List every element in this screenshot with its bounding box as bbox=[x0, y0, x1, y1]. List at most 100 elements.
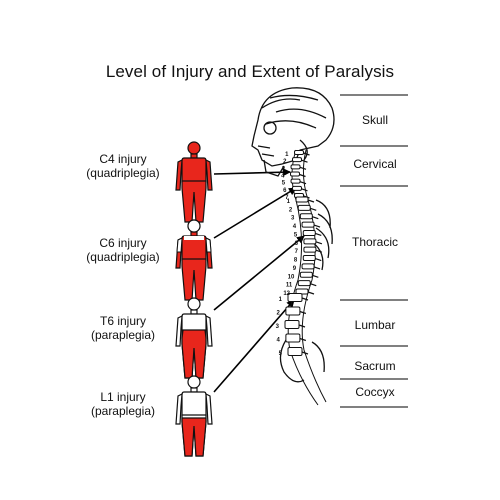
arrow-c6 bbox=[213, 187, 297, 239]
vertebra-number-lumbar: 5 bbox=[279, 351, 283, 357]
spinous-process bbox=[301, 351, 309, 355]
injury-level: T6 injury bbox=[99, 314, 146, 328]
injury-level: L1 injury bbox=[100, 390, 146, 404]
injury-type: (quadriplegia) bbox=[86, 250, 160, 264]
vertebra-number-cervical: 7 bbox=[285, 195, 289, 201]
injury-arrows bbox=[213, 168, 305, 393]
diagram-title: Level of Injury and Extent of Paralysis bbox=[105, 62, 395, 81]
vertebra-cervical-6 bbox=[292, 185, 302, 191]
region-label-skull: Skull bbox=[361, 113, 388, 127]
vertebra-number-thoracic: 10 bbox=[288, 274, 295, 280]
vertebra-cervical-5 bbox=[290, 178, 301, 184]
spinous-process bbox=[310, 283, 317, 287]
human-body-figure-icon bbox=[175, 375, 213, 457]
arrow-l1 bbox=[213, 299, 295, 393]
spinous-process bbox=[312, 274, 319, 278]
vertebra-number-cervical: 6 bbox=[283, 188, 287, 194]
vertebra-number-thoracic: 4 bbox=[293, 224, 297, 230]
spine-skeleton-icon bbox=[251, 87, 335, 406]
vertebra-number-thoracic: 7 bbox=[295, 249, 299, 255]
spinous-process bbox=[299, 310, 307, 315]
vertebra-cervical-1 bbox=[294, 150, 304, 155]
spinous-process bbox=[310, 207, 317, 211]
region-label-cervical: Cervical bbox=[353, 157, 397, 171]
vertebra-number-cervical: 1 bbox=[285, 152, 289, 158]
vertebra-number-thoracic: 8 bbox=[294, 258, 298, 264]
figure-l1 bbox=[175, 375, 213, 457]
region-label-thoracic: Thoracic bbox=[351, 235, 398, 249]
injury-label-t6: T6 injury (paraplegia) bbox=[70, 314, 176, 342]
injury-label-l1: L1 injury (paraplegia) bbox=[70, 390, 176, 418]
vertebra-thoracic-10 bbox=[299, 271, 313, 278]
arrow-c4 bbox=[213, 168, 291, 177]
spinous-process bbox=[299, 181, 307, 185]
injury-type: (paraplegia) bbox=[90, 404, 156, 418]
spinous-process bbox=[313, 224, 321, 228]
spinous-process bbox=[301, 188, 308, 192]
spinous-process bbox=[307, 291, 315, 295]
vertebra-number-thoracic: 2 bbox=[289, 207, 293, 213]
vertebra-number-lumbar: 2 bbox=[277, 311, 281, 317]
vertebra-number-thoracic: 5 bbox=[294, 232, 298, 238]
vertebra-number-thoracic: 9 bbox=[293, 266, 297, 272]
spinous-process bbox=[315, 257, 322, 262]
vertebra-thoracic-6 bbox=[303, 238, 317, 245]
spinous-process bbox=[313, 266, 321, 270]
spinous-process bbox=[303, 152, 310, 156]
spinous-process bbox=[301, 159, 308, 163]
vertebra-number-cervical: 4 bbox=[281, 174, 285, 180]
vertebra-number-thoracic: 11 bbox=[286, 283, 293, 289]
injury-label-c6: C6 injury (quadriplegia) bbox=[70, 236, 176, 264]
region-label-lumbar: Lumbar bbox=[354, 318, 396, 332]
vertebra-thoracic-4 bbox=[301, 221, 315, 228]
injury-type: (paraplegia) bbox=[90, 328, 156, 342]
injury-type: (quadriplegia) bbox=[86, 166, 160, 180]
vertebra-number-cervical: 3 bbox=[282, 166, 286, 172]
spinous-process bbox=[315, 249, 323, 253]
vertebra-thoracic-7 bbox=[303, 246, 317, 253]
spinous-process bbox=[307, 199, 315, 203]
vertebra-number-lumbar: 4 bbox=[277, 338, 281, 344]
vertebra-cervical-3 bbox=[290, 164, 301, 170]
vertebra-cervical-4 bbox=[290, 171, 300, 177]
spinous-process bbox=[301, 297, 309, 301]
vertebra-lumbar-2 bbox=[285, 306, 301, 316]
vertebra-number-cervical: 2 bbox=[283, 159, 287, 165]
region-dividers bbox=[340, 94, 408, 408]
vertebra-number-thoracic: 3 bbox=[291, 216, 295, 222]
vertebra-number-thoracic: 6 bbox=[295, 241, 299, 247]
spinous-process bbox=[312, 216, 319, 220]
vertebra-thoracic-8 bbox=[302, 255, 316, 262]
injury-level: C6 injury bbox=[99, 236, 147, 250]
vertebra-thoracic-11 bbox=[297, 280, 311, 287]
spinous-process bbox=[299, 173, 306, 178]
vertebra-number-lumbar: 3 bbox=[276, 324, 280, 330]
vertebra-thoracic-5 bbox=[302, 229, 316, 236]
vertebra-lumbar-3 bbox=[284, 320, 300, 329]
figure-c6 bbox=[175, 219, 213, 301]
vertebra-number-thoracic: 12 bbox=[283, 291, 290, 297]
vertebra-thoracic-1 bbox=[295, 196, 309, 203]
vertebra-lumbar-1 bbox=[287, 293, 303, 302]
injury-label-c4: C4 injury (quadriplegia) bbox=[70, 152, 176, 180]
human-body-figure-icon bbox=[175, 141, 213, 223]
spinous-process bbox=[299, 337, 307, 342]
vertebra-thoracic-2 bbox=[297, 204, 311, 211]
figure-t6 bbox=[175, 297, 213, 379]
region-label-sacrum: Sacrum bbox=[354, 359, 396, 373]
spinous-process bbox=[315, 232, 322, 237]
vertebra-thoracic-9 bbox=[301, 263, 315, 270]
vertebra-lumbar-4 bbox=[285, 333, 301, 343]
spinous-process bbox=[299, 166, 307, 170]
vertebra-number-thoracic: 1 bbox=[287, 199, 291, 205]
vertebra-number-lumbar: 1 bbox=[279, 297, 283, 303]
region-label-coccyx: Coccyx bbox=[355, 385, 395, 399]
spinous-process bbox=[315, 241, 323, 245]
injury-level: C4 injury bbox=[99, 152, 147, 166]
spinous-process bbox=[298, 324, 306, 328]
vertebra-lumbar-5 bbox=[287, 347, 303, 356]
arrow-t6 bbox=[213, 235, 305, 311]
